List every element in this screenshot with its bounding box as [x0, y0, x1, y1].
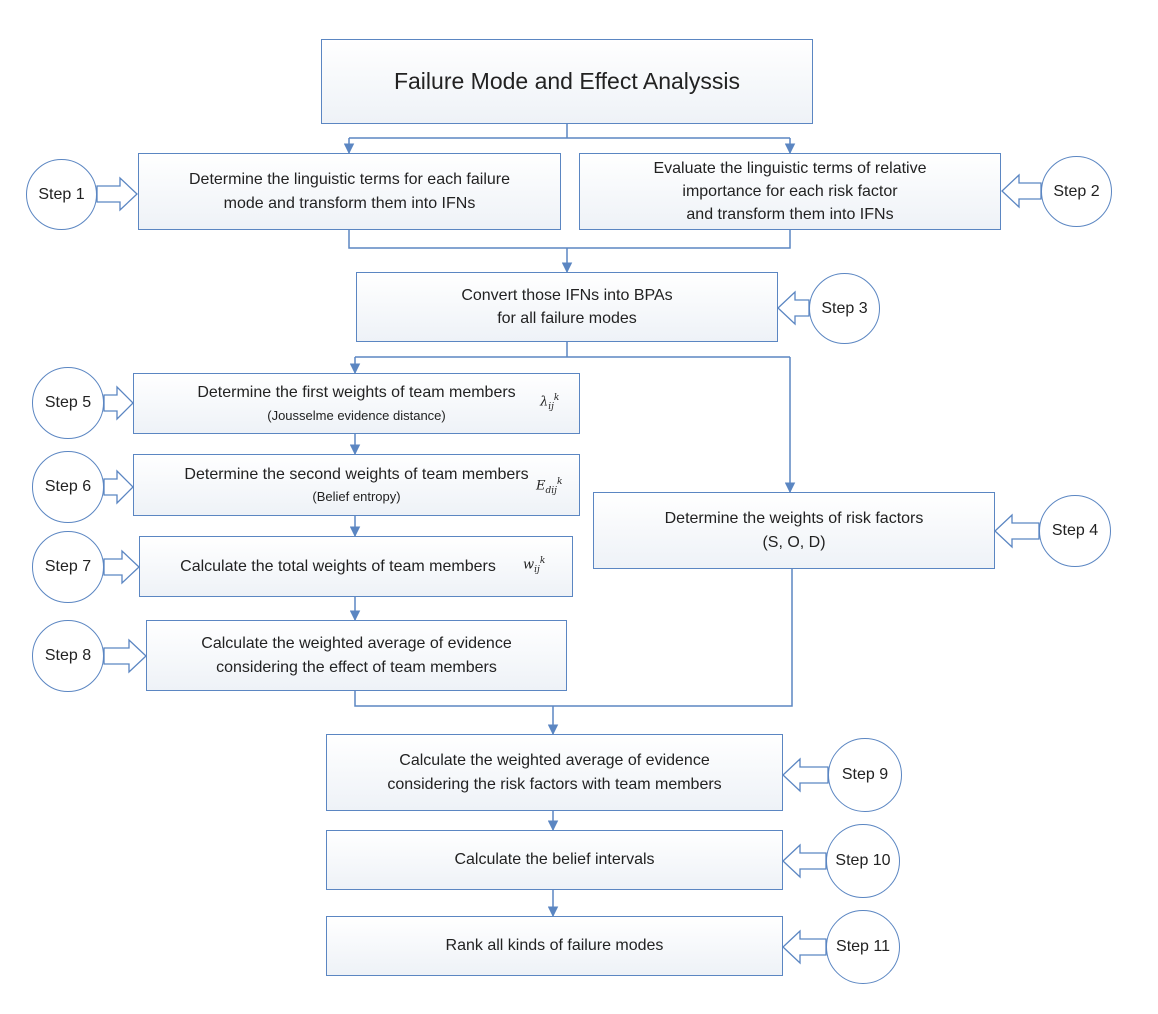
step5-label: Step 5	[44, 394, 92, 411]
step1-label: Step 1	[38, 185, 85, 203]
step9-label: Step 9	[841, 766, 889, 783]
step4-text: Determine the weights of risk factors (S…	[664, 510, 924, 551]
step10-box: Calculate the belief intervals	[326, 830, 783, 890]
step10-text: Calculate the belief intervals	[454, 851, 655, 869]
step6-subtitle: (Belief entropy)	[312, 489, 401, 505]
step1-box: Determine the linguistic terms for each …	[138, 153, 561, 230]
step2-circle: Step 2	[1041, 156, 1112, 227]
step9-text: Calculate the weighted average of eviden…	[387, 752, 722, 793]
block-arrow-step6	[103, 469, 134, 505]
step10-label: Step 10	[835, 852, 891, 869]
step6-text: Determine the second weights of team mem…	[184, 465, 529, 483]
step3-text: Convert those IFNs into BPAs for all fai…	[461, 286, 673, 327]
step11-label: Step 11	[836, 938, 890, 955]
step7-box: Calculate the total weights of team memb…	[139, 536, 573, 597]
step9-box: Calculate the weighted average of eviden…	[326, 734, 783, 811]
block-arrow-step11	[782, 929, 827, 965]
block-arrow-step1	[96, 176, 138, 212]
step8-circle: Step 8	[32, 620, 104, 692]
total-weight-symbol: wijk	[523, 556, 546, 575]
connector-merge-step9	[354, 569, 793, 707]
block-arrow-step3	[777, 290, 810, 326]
entropy-symbol: Edijk	[536, 477, 563, 496]
step2-label: Step 2	[1053, 182, 1100, 200]
step8-text: Calculate the weighted average of eviden…	[201, 635, 512, 676]
title-box: Failure Mode and Effect Analyssis	[321, 39, 813, 124]
step5-box: Determine the first weights of team memb…	[133, 373, 580, 434]
step6-circle: Step 6	[32, 451, 104, 523]
step3-box: Convert those IFNs into BPAs for all fai…	[356, 272, 778, 342]
step11-text: Rank all kinds of failure modes	[445, 937, 664, 955]
step7-text: Calculate the total weights of team memb…	[180, 557, 496, 575]
step7-label: Step 7	[44, 558, 92, 575]
step4-box: Determine the weights of risk factors (S…	[593, 492, 995, 569]
step5-text: Determine the first weights of team memb…	[197, 384, 516, 402]
step5-subtitle: (Jousselme evidence distance)	[267, 407, 446, 423]
connector-split-step3	[355, 342, 790, 358]
step7-circle: Step 7	[32, 531, 104, 603]
block-arrow-step7	[103, 549, 140, 585]
connector-merge-step3	[348, 230, 791, 249]
step8-box: Calculate the weighted average of eviden…	[146, 620, 567, 691]
step3-label: Step 3	[821, 299, 868, 317]
step8-label: Step 8	[44, 647, 92, 664]
step11-circle: Step 11	[826, 910, 900, 984]
connector-title-split	[349, 124, 790, 139]
step4-circle: Step 4	[1039, 495, 1111, 567]
step2-box: Evaluate the linguistic terms of relativ…	[579, 153, 1001, 230]
step6-label: Step 6	[44, 478, 92, 495]
step6-box: Determine the second weights of team mem…	[133, 454, 580, 516]
diagram-title: Failure Mode and Effect Analyssis	[393, 67, 741, 94]
step2-text: Evaluate the linguistic terms of relativ…	[653, 159, 927, 224]
step11-box: Rank all kinds of failure modes	[326, 916, 783, 976]
block-arrow-step10	[782, 843, 827, 879]
block-arrow-step2	[1001, 173, 1042, 209]
block-arrow-step4	[994, 513, 1040, 549]
step1-circle: Step 1	[26, 159, 97, 230]
step5-circle: Step 5	[32, 367, 104, 439]
step3-circle: Step 3	[809, 273, 880, 344]
block-arrow-step5	[103, 385, 134, 421]
step4-label: Step 4	[1051, 522, 1099, 539]
block-arrow-step8	[103, 638, 147, 674]
lambda-symbol: λijk	[540, 393, 560, 412]
step10-circle: Step 10	[826, 824, 900, 898]
step1-text: Determine the linguistic terms for each …	[188, 171, 511, 212]
block-arrow-step9	[782, 757, 829, 793]
step9-circle: Step 9	[828, 738, 902, 812]
